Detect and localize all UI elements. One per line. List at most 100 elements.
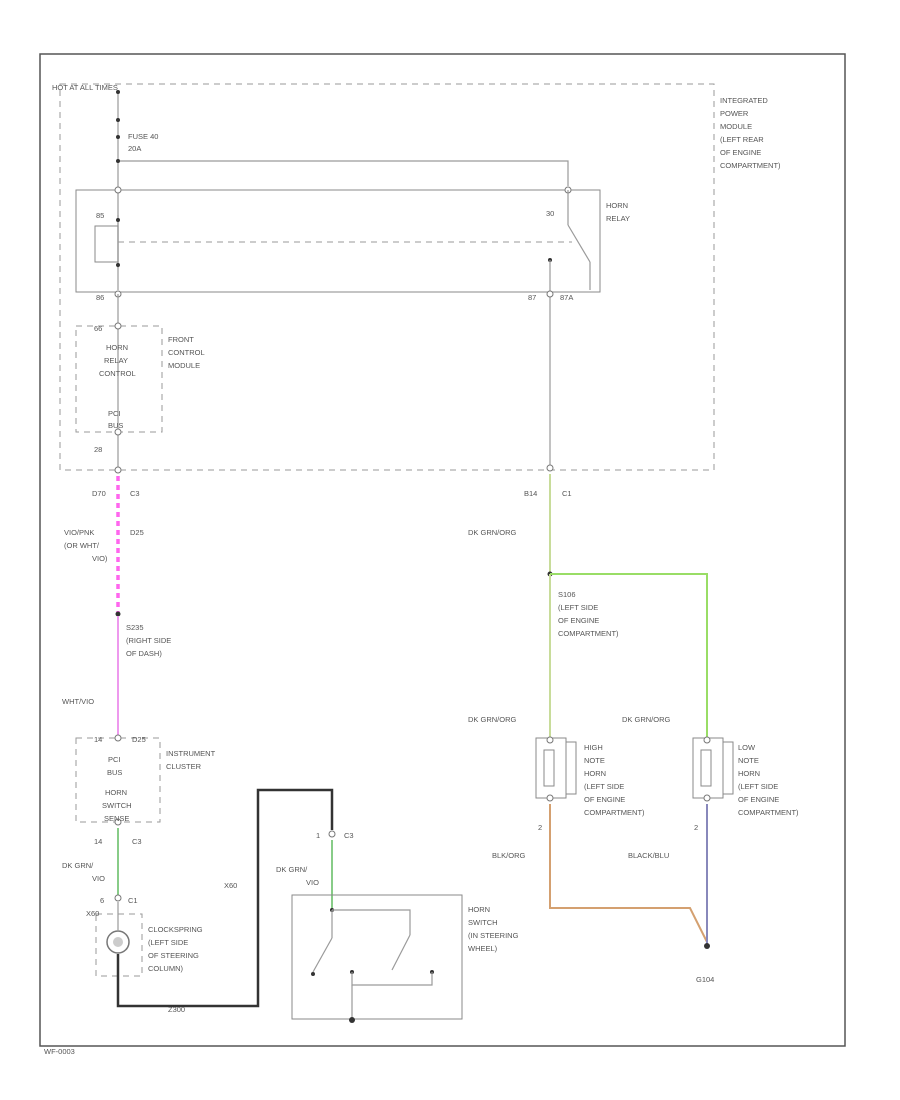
clockspring-c1-label: C1 [128, 896, 138, 905]
ipm-label-5: OF ENGINE [720, 148, 761, 157]
fcm-pin-66-label: 66 [94, 324, 102, 333]
coil-node-bottom [116, 263, 120, 267]
relay-pin-87-label: 87 [528, 293, 536, 302]
vio-pnk-label-3: VIO) [92, 554, 108, 563]
wht-vio-label: WHT/VIO [62, 697, 94, 706]
splice-s235-label-1: S235 [126, 623, 144, 632]
relay-control-label-2: RELAY [104, 356, 128, 365]
connector-b14-label: B14 [524, 489, 537, 498]
connector-c1-label: C1 [562, 489, 572, 498]
x60-wire [116, 788, 334, 1008]
coil-node-top [116, 218, 120, 222]
dkgrn-org-wire-low [550, 573, 708, 738]
fcm-label-1: FRONT [168, 335, 194, 344]
low-note-horn-bell [722, 741, 734, 795]
low-note-horn [692, 737, 724, 799]
fuse-amps-label: 20A [128, 144, 141, 153]
instrument-cluster-label-1: INSTRUMENT [166, 749, 216, 758]
high-horn-pin-top [546, 736, 554, 744]
blk-org-label: BLK/ORG [492, 851, 526, 860]
clockspring-label-2: (LEFT SIDE [148, 938, 188, 947]
ipm-label-1: INTEGRATED [720, 96, 768, 105]
ic-switch-label: SWITCH [102, 801, 132, 810]
splice-s106-label-3: OF ENGINE [558, 616, 599, 625]
high-horn-label-1: HIGH [584, 743, 603, 752]
ic-pin-d25-label: D25 [132, 735, 146, 744]
diagram-frame [39, 53, 846, 1047]
relay-pin-86-label: 86 [96, 293, 104, 302]
ground-g104 [704, 943, 710, 949]
ipm-label-3: MODULE [720, 122, 752, 131]
feed-split-node [116, 159, 120, 163]
ic-sense-label: SENSE [104, 814, 129, 823]
horn-relay-box [75, 189, 601, 293]
horn-switch-pin-1-label: 1 [316, 831, 320, 840]
clockspring-pin-label: 6 [100, 896, 104, 905]
horn-switch-contact-b [391, 934, 411, 971]
horn-switch-ground [349, 1017, 355, 1023]
low-horn-label-1: LOW [738, 743, 756, 752]
high-note-horn-coil [543, 749, 555, 787]
fcm-pin-bottom [114, 428, 122, 436]
ic-bus-label: BUS [107, 768, 122, 777]
connector-d70-label: D70 [92, 489, 106, 498]
horn-switch-return [351, 972, 433, 986]
relay-control-label-3: CONTROL [99, 369, 136, 378]
horn-switch-label-3: (IN STEERING [468, 931, 519, 940]
fcm-pci-label: PCI [108, 409, 121, 418]
fuse-node-bottom [116, 135, 120, 139]
splice-s106-label-4: COMPARTMENT) [558, 629, 619, 638]
clockspring-label-3: OF STEERING [148, 951, 199, 960]
relay-pin-30-label: 30 [546, 209, 554, 218]
horn-switch-label-2: SWITCH [468, 918, 498, 927]
connector-c3-left [114, 466, 122, 474]
relay-pin-87a-label: 87A [560, 293, 573, 302]
ic-pin-14b-label: 14 [94, 837, 102, 846]
connector-c3-label: C3 [130, 489, 140, 498]
clockspring-x-label: X60 [86, 909, 99, 918]
hot-at-all-times-label: HOT AT ALL TIMES [52, 83, 118, 92]
ic-pin-bottom [114, 818, 122, 826]
low-horn-pin-2-label: 2 [694, 823, 698, 832]
dkgrn-vio-label-2: VIO [92, 874, 105, 883]
low-note-horn-coil [700, 749, 712, 787]
instrument-cluster-label-2: CLUSTER [166, 762, 202, 771]
dkgrn-vio-right-label-2: VIO [306, 878, 319, 887]
horn-switch-c3-label: C3 [344, 831, 354, 840]
fuse-label: FUSE 40 [128, 132, 158, 141]
vio-pnk-label-1: VIO/PNK [64, 528, 94, 537]
fcm-pin-top [114, 322, 122, 330]
clockspring-pin [114, 894, 122, 902]
hot-node [116, 90, 120, 94]
splice-s235-label-2: (RIGHT SIDE [126, 636, 171, 645]
fcm-label-2: CONTROL [168, 348, 205, 357]
clockspring-label-4: COLUMN) [148, 964, 184, 973]
horn-switch-branch [332, 909, 411, 935]
dkgrn-vio-label-1: DK GRN/ [62, 861, 94, 870]
ipm-label-6: COMPARTMENT) [720, 161, 781, 170]
integrated-power-module-outline [59, 83, 715, 471]
clockspring-label-1: CLOCKSPRING [148, 925, 203, 934]
high-note-horn-bell [565, 741, 577, 795]
high-horn-pin-bottom [546, 794, 554, 802]
high-horn-label-6: COMPARTMENT) [584, 808, 645, 817]
low-horn-label-6: COMPARTMENT) [738, 808, 799, 817]
horn-switch-terminal-1 [311, 972, 315, 976]
horn-switch-contact-a [312, 937, 333, 973]
horn-switch-pin [328, 830, 336, 838]
high-horn-label-3: HORN [584, 769, 606, 778]
dkgrn-org-low-label: DK GRN/ORG [622, 715, 671, 724]
dkgrn-vio-right-label-1: DK GRN/ [276, 865, 308, 874]
high-horn-label-2: NOTE [584, 756, 605, 765]
fcm-pin-28-label: 28 [94, 445, 102, 454]
relay-contact-arm [567, 224, 591, 263]
clockspring-symbol [106, 930, 130, 954]
high-horn-pin-2-label: 2 [538, 823, 542, 832]
connector-c1-right [546, 464, 554, 472]
splice-s106-label-1: S106 [558, 590, 576, 599]
high-note-horn [535, 737, 567, 799]
horn-relay-label-2: RELAY [606, 214, 630, 223]
ipm-label-4: (LEFT REAR [720, 135, 764, 144]
relay-switch-feed-wire [118, 160, 569, 186]
